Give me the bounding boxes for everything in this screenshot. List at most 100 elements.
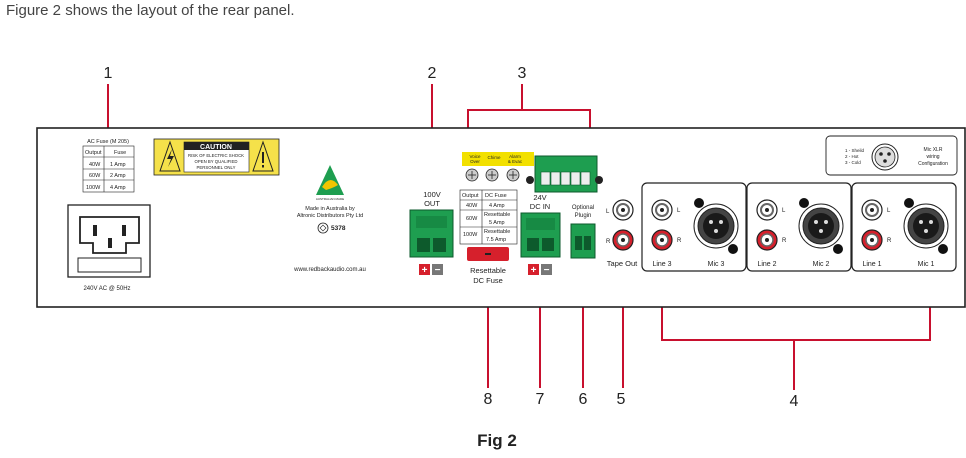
- mic-wiring-title: Mic XLR: [924, 147, 943, 153]
- optional-plugin-socket: [570, 223, 596, 259]
- control-input-labels: Voice Over Chime Alarm & Evac: [462, 152, 534, 166]
- mic-3-label: Mic 3: [708, 261, 725, 268]
- tape-out-l-label: L: [606, 209, 610, 215]
- dc-input-terminal: [520, 212, 561, 258]
- negative-marker: −: [544, 265, 550, 276]
- channel-l-label: L: [782, 208, 786, 214]
- callout-number-4: 4: [790, 393, 799, 410]
- resettable-dc-fuse-button[interactable]: [467, 247, 509, 261]
- lightning-bolt-icon: [167, 149, 174, 167]
- callout-number-3: 3: [518, 65, 527, 82]
- control-label: & Evac: [508, 159, 523, 164]
- control-screw-icons: [465, 168, 520, 182]
- callout-number-7: 7: [536, 391, 545, 408]
- channel-r-label: R: [677, 238, 682, 244]
- australian-made-logo: AUSTRALIAN MADE: [316, 165, 344, 201]
- ac-fuse-title: AC Fuse (M 205): [87, 139, 129, 145]
- channel-2-block: L R Line 2 Mic 2: [746, 182, 852, 272]
- callout-number-8: 8: [484, 391, 493, 408]
- dc-fuse-header-fuse: DC Fuse: [485, 193, 507, 199]
- dc-fuse-table: Output DC Fuse 40W 4 Amp 60W Resettable …: [462, 193, 510, 243]
- channel-1-block: L R Line 1 Mic 1: [851, 182, 957, 272]
- iec-power-inlet: [67, 204, 151, 278]
- dc-fuse-cell: 40W: [466, 203, 478, 209]
- caution-line: OPEN BY QUALIFIED: [195, 159, 238, 164]
- dc-fuse-cell: 7.5 Amp: [486, 237, 506, 243]
- dc-fuse-cell: Resettable: [484, 229, 510, 235]
- dc-fuse-cell: Resettable: [484, 212, 510, 218]
- mic-1-label: Mic 1: [918, 261, 935, 268]
- control-label: Over: [470, 159, 480, 164]
- mic-wiring-pin: 3 - Cold: [845, 160, 861, 165]
- out-100v-label: 100V: [423, 190, 441, 199]
- ac-fuse-cell: 4 Amp: [110, 185, 126, 191]
- control-label: Alarm: [509, 154, 521, 159]
- made-in-australia-text: Made in Australia by: [305, 206, 355, 212]
- mic-wiring-config: 1 - Sheild 2 - Hot 3 - Cold Mic XLR wiri…: [825, 135, 958, 176]
- ac-fuse-header-output: Output: [85, 150, 102, 156]
- ac-fuse-cell: 60W: [89, 173, 101, 179]
- dc-fuse-header-output: Output: [462, 193, 479, 199]
- channel-r-label: R: [887, 238, 892, 244]
- control-label: Chime: [487, 155, 501, 160]
- made-in-australia-text: Altronic Distributors Pty Ltd: [297, 213, 363, 219]
- control-label: Voice: [469, 154, 481, 159]
- out-100v-label: OUT: [424, 199, 440, 208]
- mic-wiring-pin: 2 - Hot: [845, 154, 859, 159]
- negative-marker: −: [435, 265, 441, 276]
- speaker-output-terminal: [409, 209, 454, 258]
- control-input-terminal: [526, 155, 603, 193]
- channel-l-label: L: [887, 208, 891, 214]
- dc-in-label: 24V: [533, 193, 546, 202]
- mic-wiring-title: Configuration: [918, 161, 948, 167]
- dc-in-label: DC IN: [530, 202, 550, 211]
- australian-made-logo-text: AUSTRALIAN MADE: [316, 197, 344, 201]
- tape-out-jacks: L R: [606, 199, 634, 251]
- caution-line: RISK OF ELECTRIC SHOCK: [188, 153, 244, 158]
- exclamation-icon: [262, 152, 264, 163]
- ac-fuse-cell: 100W: [86, 185, 101, 191]
- mic-wiring-title: wiring: [926, 154, 939, 160]
- callout-number-5: 5: [617, 391, 626, 408]
- line-1-label: Line 1: [862, 261, 881, 268]
- dc-fuse-cell: 4 Amp: [489, 203, 505, 209]
- figure-caption: Fig 2: [477, 431, 517, 450]
- resettable-fuse-label: Resettable: [470, 266, 506, 275]
- dc-fuse-cell: 100W: [463, 232, 478, 238]
- intro-text: Figure 2 shows the layout of the rear pa…: [6, 2, 295, 19]
- channel-r-label: R: [782, 238, 787, 244]
- positive-marker: +: [422, 265, 428, 276]
- caution-title: CAUTION: [200, 144, 232, 151]
- mic-2-label: Mic 2: [813, 261, 830, 268]
- callout-number-2: 2: [428, 65, 437, 82]
- caution-line: PERSONNEL ONLY: [197, 165, 236, 170]
- line-2-label: Line 2: [757, 261, 776, 268]
- line-3-label: Line 3: [652, 261, 671, 268]
- callout-number-1: 1: [104, 65, 113, 82]
- tape-out-r-label: R: [606, 239, 611, 245]
- optional-plugin-label: Optional: [572, 205, 594, 211]
- ac-fuse-header-fuse: Fuse: [114, 150, 126, 156]
- polarity-markers-dc: + −: [528, 264, 552, 276]
- ac-fuse-cell: 1 Amp: [110, 162, 126, 168]
- dc-fuse-cell: 60W: [466, 216, 478, 222]
- website-url: www.redbackaudio.com.au: [293, 267, 366, 273]
- caution-label: CAUTION RISK OF ELECTRIC SHOCK OPEN BY Q…: [153, 138, 280, 176]
- mic-wiring-pin: 1 - Sheild: [845, 148, 865, 153]
- polarity-markers-100v: + −: [419, 264, 443, 276]
- optional-plugin-label: Plugin: [575, 213, 592, 219]
- callout-number-6: 6: [579, 391, 588, 408]
- channel-3-block: L R Line 3 Mic 3: [641, 182, 747, 272]
- dc-fuse-cell: 5 Amp: [489, 220, 505, 226]
- ac-fuse-table: Output Fuse 40W 1 Amp 60W 2 Amp 100W 4 A…: [85, 150, 126, 191]
- certification-number: 5378: [331, 225, 346, 232]
- tape-out-label: Tape Out: [607, 259, 638, 268]
- ac-fuse-cell: 2 Amp: [110, 173, 126, 179]
- ac-input-label: 240V AC @ 50Hz: [83, 286, 130, 292]
- certification-mark: 5378: [317, 222, 346, 234]
- ac-fuse-cell: 40W: [89, 162, 101, 168]
- positive-marker: +: [531, 265, 537, 276]
- channel-l-label: L: [677, 208, 681, 214]
- resettable-fuse-label: DC Fuse: [473, 276, 503, 285]
